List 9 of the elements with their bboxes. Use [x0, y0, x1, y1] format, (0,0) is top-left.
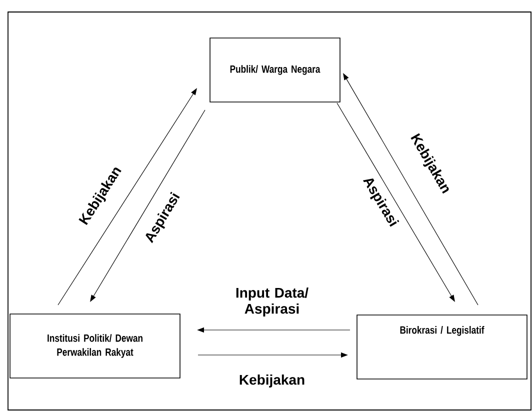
arrow — [336, 102, 455, 302]
arrow — [343, 73, 478, 306]
process-box: Publik/ Warga Negara — [210, 38, 340, 102]
process-box: Birokrasi / Legislatif — [356, 314, 528, 380]
arrow — [58, 88, 197, 306]
arrow — [90, 110, 206, 302]
edge-label: Kebijakan — [238, 373, 306, 389]
process-box: Institusi Politik/ Dewan Perwakilan Rakyat — [10, 314, 180, 378]
edge-label: Input Data/ Aspirasi — [226, 286, 318, 318]
